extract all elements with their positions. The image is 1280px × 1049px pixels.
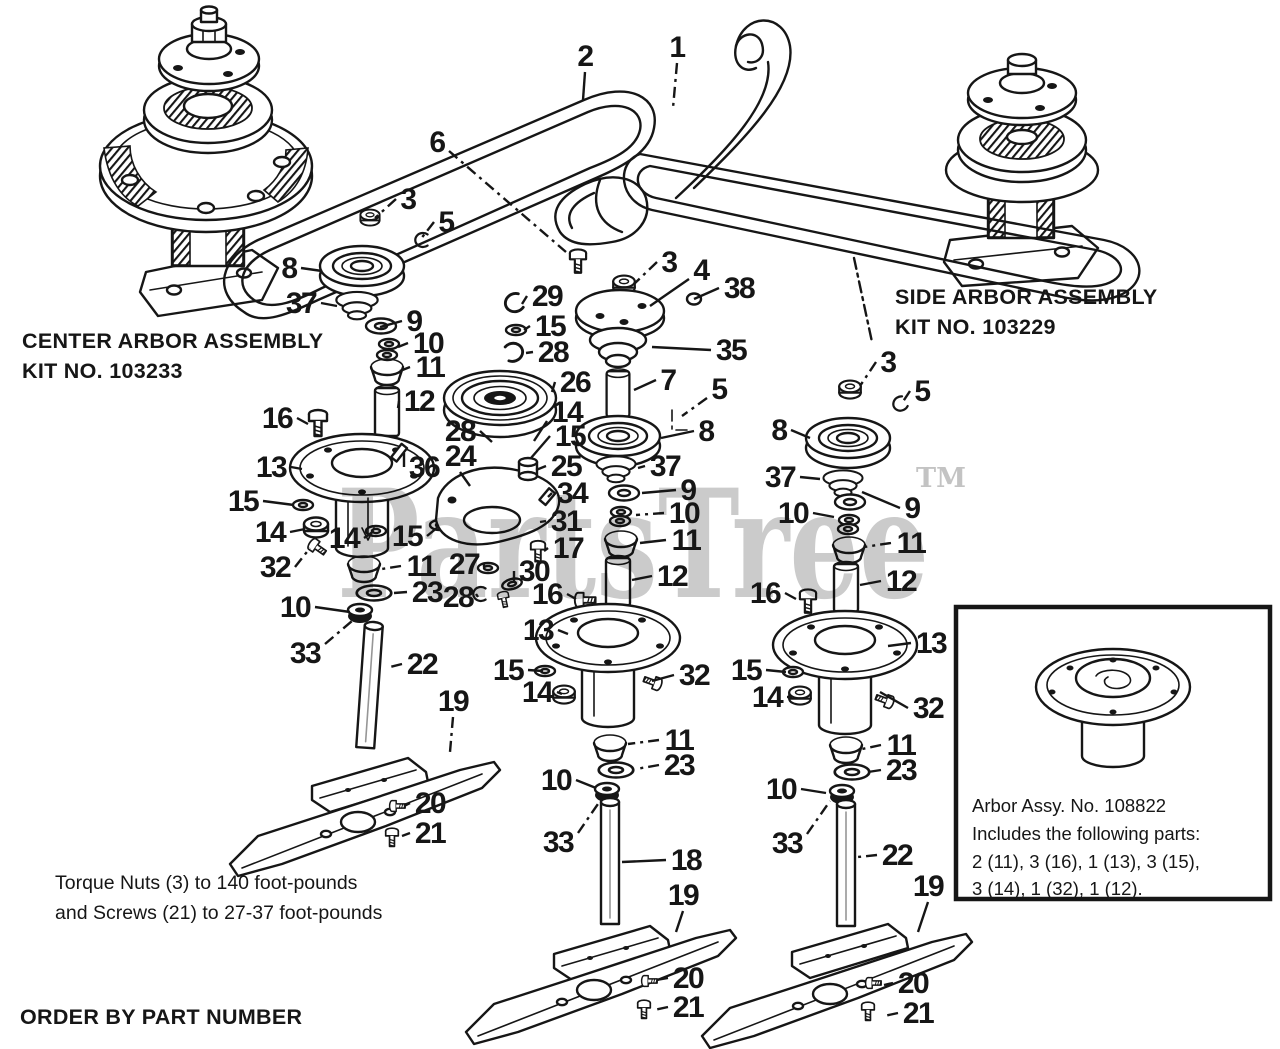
order-by-part-number-note: ORDER BY PART NUMBER — [20, 1005, 303, 1029]
inset-note-line1: Arbor Assy. No. 108822 — [972, 795, 1167, 816]
side-arbor-kit-line2: KIT NO. 103229 — [895, 315, 1056, 340]
watermark-tm: TM — [916, 463, 966, 494]
belt-1-drawing — [595, 19, 1141, 344]
idler-and-center-arbor-exploded — [359, 208, 738, 1046]
watermark-text: PartsTree — [337, 457, 929, 633]
torque-note-line1: Torque Nuts (3) to 140 foot-pounds — [55, 872, 358, 894]
torque-note-line2: and Screws (21) to 27-37 foot-pounds — [55, 902, 383, 925]
center-arbor-kit-line2: KIT NO. 103233 — [22, 359, 183, 384]
inset-note-line3: 2 (11), 3 (16), 1 (13), 3 (15), — [972, 850, 1200, 872]
center-arbor-kit-line1: CENTER ARBOR ASSEMBLY — [22, 329, 324, 353]
side-arbor-assembly-drawing — [942, 52, 1100, 288]
center-arbor-kit-label: CENTER ARBOR ASSEMBLY KIT NO. 103233 — [22, 326, 323, 386]
torque-note: Torque Nuts (3) to 140 foot-pounds and S… — [55, 868, 382, 928]
inset-note: Arbor Assy. No. 108822 Includes the foll… — [972, 792, 1200, 903]
side-arbor-kit-label: SIDE ARBOR ASSEMBLY KIT NO. 103229 — [895, 282, 1158, 342]
inset-arbor-box — [953, 604, 1273, 902]
inset-note-line2: Includes the following parts: — [972, 822, 1201, 844]
center-arbor-assembly-drawing — [98, 5, 314, 318]
side-arbor-kit-line1: SIDE ARBOR ASSEMBLY — [895, 285, 1158, 309]
inset-note-line4: 3 (14), 1 (32), 1 (12). — [972, 878, 1143, 900]
